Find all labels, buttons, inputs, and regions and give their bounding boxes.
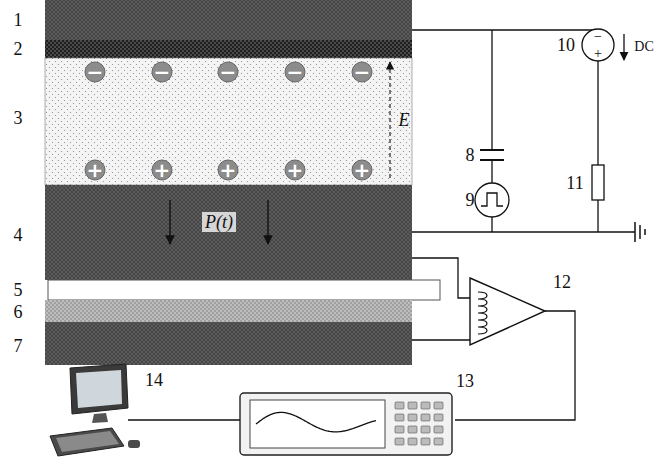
sample-layer xyxy=(45,58,412,185)
field-label: E xyxy=(399,111,410,129)
callout-number: 5 xyxy=(14,281,23,299)
piezo-layer xyxy=(45,300,412,322)
capacitor-symbol xyxy=(480,150,504,160)
callout-number: 13 xyxy=(456,372,474,390)
signal-label: DC xyxy=(634,40,653,54)
dc-arrow xyxy=(623,34,624,60)
charge-sign: + xyxy=(354,160,371,180)
pulse-symbol xyxy=(481,193,503,206)
callout-number: 8 xyxy=(466,146,475,164)
pulse-generator xyxy=(475,183,509,217)
ground-electrode xyxy=(45,185,412,280)
circuit-wires xyxy=(128,29,635,420)
callout-number: 14 xyxy=(145,371,163,389)
charge-sign: − xyxy=(154,62,171,82)
charge-sign: + xyxy=(287,160,304,180)
polarity-sign: + xyxy=(594,47,602,61)
charge-sign: + xyxy=(154,160,171,180)
scope-buttons xyxy=(395,402,443,445)
callout-number: 10 xyxy=(557,36,575,54)
charge-sign: − xyxy=(287,62,304,82)
charge-sign: − xyxy=(354,62,371,82)
charge-sign: + xyxy=(220,160,237,180)
callout-number: 4 xyxy=(14,226,23,244)
input-coil xyxy=(478,292,487,334)
callout-number: 2 xyxy=(14,40,23,58)
field-arrow xyxy=(389,62,390,178)
amplifier-symbol xyxy=(470,278,545,345)
polarity-sign: − xyxy=(594,30,602,44)
dc-source xyxy=(582,29,614,61)
charge-sign: + xyxy=(87,160,104,180)
callout-number: 12 xyxy=(553,273,571,291)
pressure-arrow xyxy=(169,200,170,244)
resistor-symbol xyxy=(592,165,604,200)
computer-icon xyxy=(50,364,140,456)
callout-number: 7 xyxy=(14,337,23,355)
callout-number: 3 xyxy=(14,109,23,127)
callout-number: 6 xyxy=(14,303,23,321)
top-electrode xyxy=(45,0,412,40)
callout-number: 9 xyxy=(466,191,475,209)
scope-screen xyxy=(250,400,385,448)
ground-symbol xyxy=(635,222,645,242)
pressure-label: P(t) xyxy=(202,212,236,232)
delay-strip xyxy=(48,280,440,300)
charge-sign: − xyxy=(87,62,104,82)
pressure-arrow xyxy=(267,200,268,244)
scope-trace xyxy=(256,412,376,431)
charge-circles xyxy=(85,62,372,180)
charge-sign: − xyxy=(220,62,237,82)
callout-number: 1 xyxy=(14,11,23,29)
callout-number: 11 xyxy=(566,174,583,192)
semicon-layer xyxy=(45,40,412,58)
back-electrode xyxy=(45,322,412,365)
oscilloscope xyxy=(240,393,452,455)
